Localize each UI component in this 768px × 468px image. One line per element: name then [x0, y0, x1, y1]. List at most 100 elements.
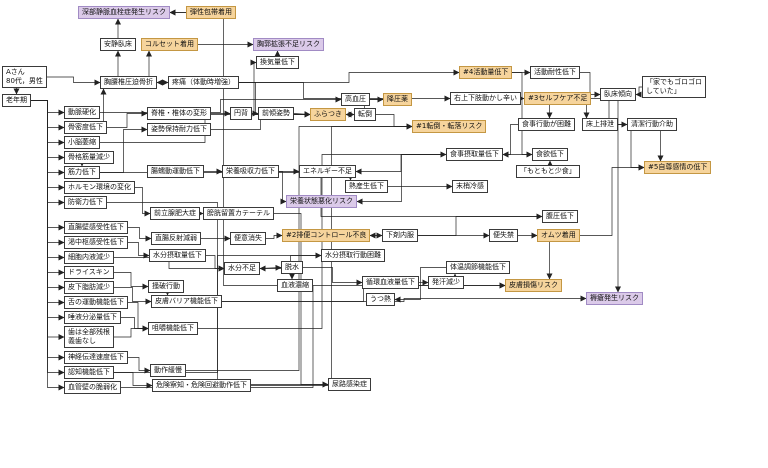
diagram-arrow [580, 164, 645, 236]
node-circulating_volume: 循環血液量低下 [362, 276, 419, 289]
node-corset: コルセット着用 [141, 38, 198, 51]
node-unsteadiness: ふらつき [310, 108, 346, 121]
node-posture_endurance: 姿勢保持耐力低下 [147, 123, 211, 136]
diagram-arrow [222, 295, 587, 302]
diagram-arrow [114, 272, 149, 290]
node-tongue_function: 舌の運動機能低下 [64, 296, 128, 309]
node-incontinence: 便失禁 [489, 229, 518, 242]
node-activity_tolerance: 活動耐性低下 [530, 66, 580, 79]
diagram-arrow [128, 357, 151, 374]
node-thermoregulation: 体温調節機能低下 [446, 261, 510, 274]
node-mastication: 咀嚼機能低下 [148, 322, 198, 335]
node-bed_excretion: 床上排泄 [582, 118, 618, 131]
diagram-arrow [259, 264, 282, 271]
diagram-arrow [100, 172, 543, 220]
node-round_back: 円背 [230, 107, 252, 120]
node-sweat_decrease: 発汗減少 [428, 276, 464, 289]
node-fall: 転倒 [354, 108, 376, 121]
diagram-arrow [580, 72, 601, 98]
diagram-arrow [114, 325, 149, 338]
node-hemoconcentration: 血液濃縮 [277, 279, 313, 292]
node-chest_expansion_risk: 胸郭拡張不足リスク [253, 38, 324, 51]
node-quote_home: 「家でもゴロゴロ していた」 [642, 76, 706, 98]
node-bowel_urge_loss: 便意消失 [230, 232, 266, 245]
node-muscle_mass: 骨格筋量減少 [64, 151, 114, 164]
node-bone_density: 骨密度低下 [64, 121, 107, 134]
node-antihypertensive: 降圧薬 [383, 93, 412, 106]
node-pain: 疼痛（体動時増強） [168, 76, 239, 89]
node-patient: Aさん 80代，男性 [2, 66, 47, 88]
node-bowel2: #2排便コントロール不良 [282, 229, 371, 242]
diagram-arrow [107, 110, 148, 128]
diagram-arrow [356, 154, 446, 205]
node-heat_retention: うつ熱 [366, 293, 395, 306]
node-ventilation: 換気量低下 [256, 56, 299, 69]
node-diaper: オムツ着用 [537, 229, 580, 242]
node-cerebellar_atrophy: 小脳萎縮 [64, 136, 100, 149]
node-meal_difficulty: 食事行動が困難 [518, 118, 575, 131]
diagram-arrow [355, 154, 446, 175]
node-water_deficit: 水分不足 [224, 262, 260, 275]
node-arteriosclerosis: 動脈硬化 [64, 106, 100, 119]
node-thirst_center: 渇中枢感受性低下 [64, 236, 128, 249]
node-spine_deform: 脊椎・椎体の変形 [147, 107, 211, 120]
node-dvt_risk: 深部静脈血栓症発生リスク [78, 6, 170, 19]
node-rectal_sensitivity: 直腸壁感受性低下 [64, 221, 128, 234]
node-hormone_change: ホルモン環境の変化 [64, 181, 135, 194]
node-selfesteem5: #5自尊感情の低下 [644, 161, 712, 174]
diagram-arrow [239, 69, 460, 83]
diagram-arrow [635, 86, 642, 98]
node-nutrition_risk: 栄養状態悪化リスク [286, 195, 357, 208]
diagram-arrow [266, 232, 283, 239]
node-cognitive_decline: 認知機能低下 [64, 366, 114, 379]
node-skin_damage_risk: 皮膚損傷リスク [505, 279, 562, 292]
diagram-arrow [206, 255, 225, 272]
diagram-arrow [394, 267, 446, 303]
node-aging: 老年期 [2, 94, 31, 107]
node-intracellular_fluid: 細胞内液減少 [64, 251, 114, 264]
node-bed_tendency: 臥床傾向 [600, 88, 636, 101]
node-pressure_ulcer_risk: 褥瘡発生リスク [586, 292, 643, 305]
node-teeth: 歯は全部残根 義歯なし [64, 326, 114, 348]
node-lean_posture: 前傾姿勢 [258, 107, 294, 120]
diagram-arrow [114, 257, 225, 272]
diagram-arrow [279, 171, 287, 205]
diagram-arrow [135, 187, 151, 217]
diagram-arrow [47, 76, 101, 86]
node-fall_risk1: #1転倒・転落リスク [412, 120, 487, 133]
node-subcutaneous_fat: 皮下脂肪減少 [64, 281, 114, 294]
node-skin_barrier: 皮膚バリア機能低下 [151, 295, 222, 308]
node-intake_decrease: 食事摂取量低下 [446, 148, 503, 161]
node-peripheral_cold: 末梢冷感 [452, 180, 488, 193]
node-activity4: #4活動量低下 [459, 66, 513, 79]
node-hypertension: 高血圧 [341, 93, 370, 106]
node-nerve_conduction: 神経伝達速度低下 [64, 351, 128, 364]
node-intestinal_motility: 腸蠕動運動低下 [147, 165, 204, 178]
diagram-arrow [114, 372, 153, 389]
node-hygiene_assist: 清潔行動介助 [627, 118, 677, 131]
node-laxative: 下剤内服 [382, 229, 418, 242]
node-saliva_decrease: 唾液分泌量低下 [64, 311, 121, 324]
node-catheter: 膀胱留置カテーテル [203, 207, 274, 220]
node-scratch: 掻破行動 [148, 280, 184, 293]
node-prostate: 前立腺肥大症 [150, 207, 200, 220]
node-slow_movement: 動作緩慢 [150, 364, 186, 377]
diagram-arrow [618, 124, 645, 171]
diagram-arrow [128, 242, 150, 259]
node-selfcare3: #3セルフケア不足 [524, 92, 592, 105]
node-nutrient_absorption: 栄養吸収力低下 [222, 165, 279, 178]
diagram-arrow [502, 124, 518, 158]
node-energy_deficit: エネルギー不足 [299, 165, 356, 178]
node-uti: 尿路感染症 [328, 378, 371, 391]
diagram-arrow [100, 96, 342, 113]
node-muscle_weakness: 筋力低下 [64, 166, 100, 179]
diagram-arrow [121, 317, 149, 332]
diagram-arrow [376, 114, 413, 130]
node-dry_skin: ドライスキン [64, 266, 114, 279]
node-danger_awareness: 危険察知・危険回避動作低下 [152, 379, 251, 392]
node-dehydration: 脱水 [281, 261, 303, 274]
node-fluid_intake_difficulty: 水分摂取行動困難 [321, 249, 385, 262]
diagram-arrow [512, 72, 533, 158]
